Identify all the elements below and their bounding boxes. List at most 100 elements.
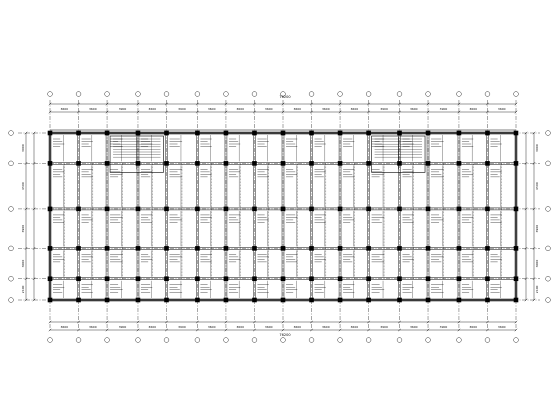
- dimension-tick: [77, 320, 80, 324]
- dimension-tick: [514, 320, 518, 324]
- dimension-tick: [196, 320, 199, 324]
- dimension-tick: [224, 102, 228, 106]
- column: [135, 246, 141, 251]
- dimension-tick: [457, 102, 461, 106]
- dimension-tick: [532, 161, 536, 165]
- column: [195, 161, 200, 166]
- column: [309, 276, 314, 282]
- reinforcement-annotations: [53, 135, 502, 298]
- column: [337, 276, 343, 282]
- dimension-tick: [224, 320, 228, 324]
- column: [280, 206, 286, 212]
- column: [104, 161, 110, 166]
- dimension-tick: [532, 298, 536, 302]
- dimension-text-right: 3000: [535, 144, 539, 152]
- column: [252, 161, 257, 166]
- dimension-tick: [253, 320, 256, 324]
- dimension-tick: [310, 102, 313, 106]
- axis-bubble-left: [8, 160, 14, 166]
- axis-bubble-bottom: [456, 337, 462, 343]
- axis-bubble-top: [251, 91, 258, 97]
- column: [223, 130, 229, 136]
- dimension-tick: [165, 328, 168, 332]
- dimension-tick: [32, 298, 36, 302]
- bottom-total-dimension: 76200: [279, 333, 290, 337]
- dimension-tick: [524, 161, 528, 165]
- axis-bubble-top: [135, 91, 141, 97]
- dimension-tick: [426, 320, 430, 324]
- dimension-tick: [105, 102, 109, 106]
- column: [337, 206, 343, 212]
- dimension-tick: [514, 110, 518, 114]
- column: [252, 276, 257, 282]
- axis-bubble-right: [545, 160, 551, 166]
- axis-bubble-right: [545, 297, 551, 303]
- dimension-tick: [310, 320, 313, 324]
- dimension-tick: [105, 320, 109, 324]
- dimension-tick: [524, 247, 528, 250]
- column: [425, 130, 431, 136]
- dimension-text-left: 3000: [21, 260, 25, 268]
- dimension-tick: [136, 320, 140, 324]
- column: [397, 297, 402, 303]
- axis-bubble-bottom: [47, 337, 53, 343]
- dimension-tick: [367, 320, 370, 324]
- dimension-text-right: 2100: [535, 285, 539, 293]
- column: [309, 246, 314, 251]
- column: [513, 130, 519, 136]
- dimension-tick: [524, 277, 528, 281]
- column: [135, 297, 141, 303]
- column: [425, 246, 431, 251]
- column: [513, 276, 519, 282]
- column: [47, 161, 53, 166]
- axis-bubble-bottom: [75, 337, 82, 343]
- dimension-text-bottom: 3600: [208, 325, 216, 329]
- dimension-tick: [532, 131, 536, 135]
- dimension-tick: [426, 110, 430, 114]
- dimension-text-top: 3600: [322, 107, 330, 111]
- dimension-tick: [224, 110, 228, 114]
- dimension-tick: [310, 328, 313, 332]
- dimension-tick: [338, 110, 342, 114]
- dimension-tick: [48, 328, 52, 332]
- axis-bubble-right: [545, 276, 551, 282]
- dimension-tick: [77, 328, 80, 332]
- dimension-text-top: 3600: [265, 107, 273, 111]
- dimension-tick: [136, 110, 140, 114]
- column: [397, 161, 402, 166]
- dimension-tick: [24, 207, 28, 211]
- column: [195, 297, 200, 303]
- dimension-tick: [367, 102, 370, 106]
- axis-bubble-left: [8, 130, 14, 136]
- dimension-text-bottom: 3900: [380, 325, 388, 329]
- dimension-tick: [165, 102, 168, 106]
- dimension-tick: [398, 102, 401, 106]
- axis-bubble-bottom: [425, 337, 431, 343]
- axis-bubble-top: [47, 91, 53, 97]
- column: [456, 130, 462, 136]
- dimension-tick: [398, 110, 401, 114]
- column: [47, 297, 53, 303]
- dimension-tick: [532, 207, 536, 211]
- dimension-tick: [24, 277, 28, 281]
- axis-bubble-left: [8, 245, 14, 251]
- column: [76, 297, 81, 303]
- dimension-tick: [281, 328, 285, 332]
- axis-bubble-top: [484, 91, 491, 97]
- dimension-tick: [486, 110, 489, 114]
- column: [135, 130, 141, 136]
- column: [195, 206, 200, 212]
- dimension-text-right: 3900: [535, 225, 539, 233]
- column: [104, 276, 110, 282]
- column: [513, 297, 519, 303]
- dimension-tick: [524, 131, 528, 135]
- dimension-tick: [338, 102, 342, 106]
- column: [366, 161, 371, 166]
- dimension-text-left: 2100: [21, 285, 25, 293]
- dimension-text-bottom: 3600: [89, 325, 97, 329]
- dimension-tick: [105, 328, 109, 332]
- column: [223, 276, 229, 282]
- dimension-text-top: 3600: [410, 107, 418, 111]
- dimension-tick: [486, 102, 489, 106]
- column: [366, 130, 371, 136]
